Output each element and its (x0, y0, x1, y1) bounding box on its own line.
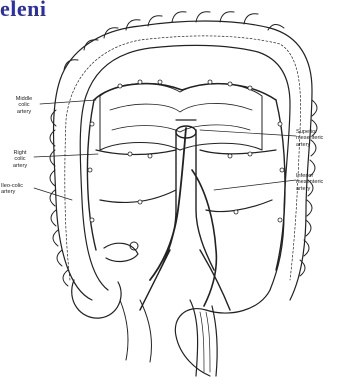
label-superior-mesenteric-artery: Superior mesenteric artery (296, 129, 336, 148)
label-inferior-mesenteric-artery: Inferior mesenteric artery (296, 173, 336, 192)
lymph-nodes (88, 80, 284, 222)
leader-lines (34, 100, 296, 200)
label-right-colic-artery: Right colic artery (4, 150, 36, 169)
ileum-stump (104, 243, 138, 261)
mesocolon (100, 83, 262, 150)
label-middle-colic-artery: Middle colic artery (4, 96, 44, 115)
sigmoid-colon (175, 290, 270, 376)
colon-inner-wall (80, 45, 290, 290)
label-ileo-colic-artery: Ileo-colic artery (1, 183, 35, 196)
superior-mesenteric-artery (150, 128, 186, 280)
cecum (72, 280, 121, 318)
